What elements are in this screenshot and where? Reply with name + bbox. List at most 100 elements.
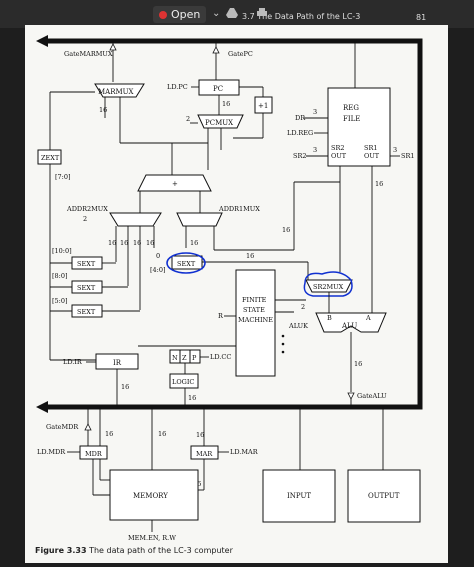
label-gate-mdr: GateMDR — [46, 423, 79, 431]
label-addr2mux: ADDR2MUX — [66, 205, 108, 213]
bus-arrow-bottom — [36, 401, 48, 413]
label-adder: + — [172, 180, 178, 188]
label-marmux: MARMUX — [98, 88, 134, 96]
tristate-gate-pc — [212, 46, 220, 54]
label-gate-marmux: GateMARMUX — [64, 50, 113, 58]
label-pcmux: PCMUX — [205, 119, 233, 127]
svg-text:16: 16 — [158, 430, 166, 438]
label-addr1mux: ADDR1MUX — [218, 205, 260, 213]
pdf-icon — [159, 10, 167, 19]
document-title: 3.7 The Data Path of the LC-3 — [242, 12, 361, 21]
svg-text:[5:0]: [5:0] — [52, 297, 68, 305]
svg-text:SR2: SR2 — [331, 144, 344, 152]
label-memory: MEMORY — [133, 492, 168, 500]
svg-text:SEXT: SEXT — [177, 260, 196, 268]
svg-text:STATE: STATE — [243, 306, 265, 314]
print-icon[interactable] — [257, 8, 267, 18]
label-dr: DR — [295, 114, 306, 122]
svg-text:3: 3 — [313, 146, 317, 154]
figure-number: Figure 3.33 — [35, 546, 87, 555]
incrementer — [254, 96, 273, 114]
svg-text:2: 2 — [83, 215, 87, 223]
svg-text:16: 16 — [375, 180, 383, 188]
mdr-register — [79, 445, 108, 460]
drive-icon[interactable] — [226, 8, 238, 18]
tristate-gate-mdr — [84, 423, 92, 431]
marmux — [94, 83, 145, 98]
address-adder — [137, 174, 212, 192]
svg-text:16: 16 — [133, 239, 141, 247]
label-pc: PC — [213, 85, 223, 93]
output-device — [347, 469, 421, 523]
mar-register — [190, 445, 219, 460]
svg-text:OUT: OUT — [364, 152, 380, 160]
sr2mux — [305, 279, 353, 293]
svg-text:16: 16 — [222, 100, 230, 108]
figure-caption-text: The data path of the LC-3 computer — [89, 546, 233, 555]
alu — [315, 312, 387, 333]
svg-text:16: 16 — [121, 383, 129, 391]
label-n: N — [172, 354, 178, 362]
label-mem-en: MEM.EN, R.W — [128, 534, 176, 542]
svg-text:SR1: SR1 — [364, 144, 377, 152]
tristate-gate-marmux — [109, 43, 117, 51]
svg-text:16: 16 — [282, 226, 290, 234]
label-zero: 0 — [156, 252, 160, 260]
label-mdr: MDR — [85, 450, 103, 458]
svg-text:16: 16 — [190, 239, 198, 247]
addr2mux — [109, 212, 162, 227]
label-output: OUTPUT — [368, 492, 400, 500]
svg-text:16: 16 — [188, 394, 196, 402]
annotation-circle-sext — [166, 252, 206, 274]
svg-text:16: 16 — [108, 239, 116, 247]
svg-text:[10:0]: [10:0] — [52, 247, 72, 255]
memory-unit — [109, 469, 199, 521]
label-zext: ZEXT — [41, 154, 60, 162]
svg-text:FILE: FILE — [343, 115, 360, 123]
label-sr2: SR2 — [293, 152, 306, 160]
label-ld-pc: LD.PC — [167, 83, 188, 91]
svg-text:REG: REG — [343, 104, 359, 112]
pcmux — [197, 114, 244, 129]
svg-text:16: 16 — [354, 360, 362, 368]
svg-text:[7:0]: [7:0] — [55, 173, 71, 181]
register-file — [327, 87, 391, 167]
label-aluk: ALUK — [288, 322, 308, 330]
label-ir: IR — [113, 359, 122, 367]
label-alu: ALU — [341, 322, 357, 330]
svg-text:16: 16 — [99, 106, 107, 114]
svg-text:B: B — [327, 314, 332, 322]
tristate-gate-alu — [347, 392, 355, 400]
viewer-toolbar: Open ⌄ 3.7 The Data Path of the LC-3 81 — [0, 0, 474, 28]
svg-text:OUT: OUT — [331, 152, 347, 160]
svg-text:SEXT: SEXT — [77, 260, 96, 268]
label-r: R — [218, 312, 224, 320]
label-sr2mux: SR2MUX — [313, 283, 344, 291]
svg-text:16: 16 — [146, 239, 154, 247]
svg-text:16: 16 — [196, 431, 204, 439]
label-ld-mdr: LD.MDR — [37, 448, 66, 456]
page-number: 81 — [416, 13, 427, 22]
addr1mux — [176, 212, 223, 227]
svg-text:16: 16 — [105, 430, 113, 438]
svg-text:2: 2 — [186, 115, 190, 123]
label-ld-cc: LD.CC — [210, 353, 231, 361]
label-sr1: SR1 — [401, 152, 414, 160]
label-input: INPUT — [287, 492, 311, 500]
svg-text:16: 16 — [246, 252, 254, 260]
open-button-label: Open — [171, 8, 201, 21]
svg-text:MACHINE: MACHINE — [238, 316, 273, 324]
annotation-circle-sr2mux — [303, 271, 353, 297]
label-gate-alu: GateALU — [357, 392, 387, 400]
svg-text:SEXT: SEXT — [77, 308, 96, 316]
zext-unit — [37, 149, 62, 165]
label-gate-pc: GatePC — [228, 50, 253, 58]
figure-caption: Figure 3.33 The data path of the LC-3 co… — [35, 546, 233, 555]
open-button[interactable]: Open — [153, 6, 207, 23]
label-ld-reg: LD.REG — [287, 129, 313, 137]
svg-text:[4:0]: [4:0] — [150, 266, 166, 274]
chevron-down-icon[interactable]: ⌄ — [212, 8, 221, 19]
svg-text:SEXT: SEXT — [77, 284, 96, 292]
lc3-datapath-diagram: GateMARMUX GatePC MARMUX 16 LD.PC PC 16 … — [36, 35, 423, 542]
input-device — [262, 469, 336, 523]
